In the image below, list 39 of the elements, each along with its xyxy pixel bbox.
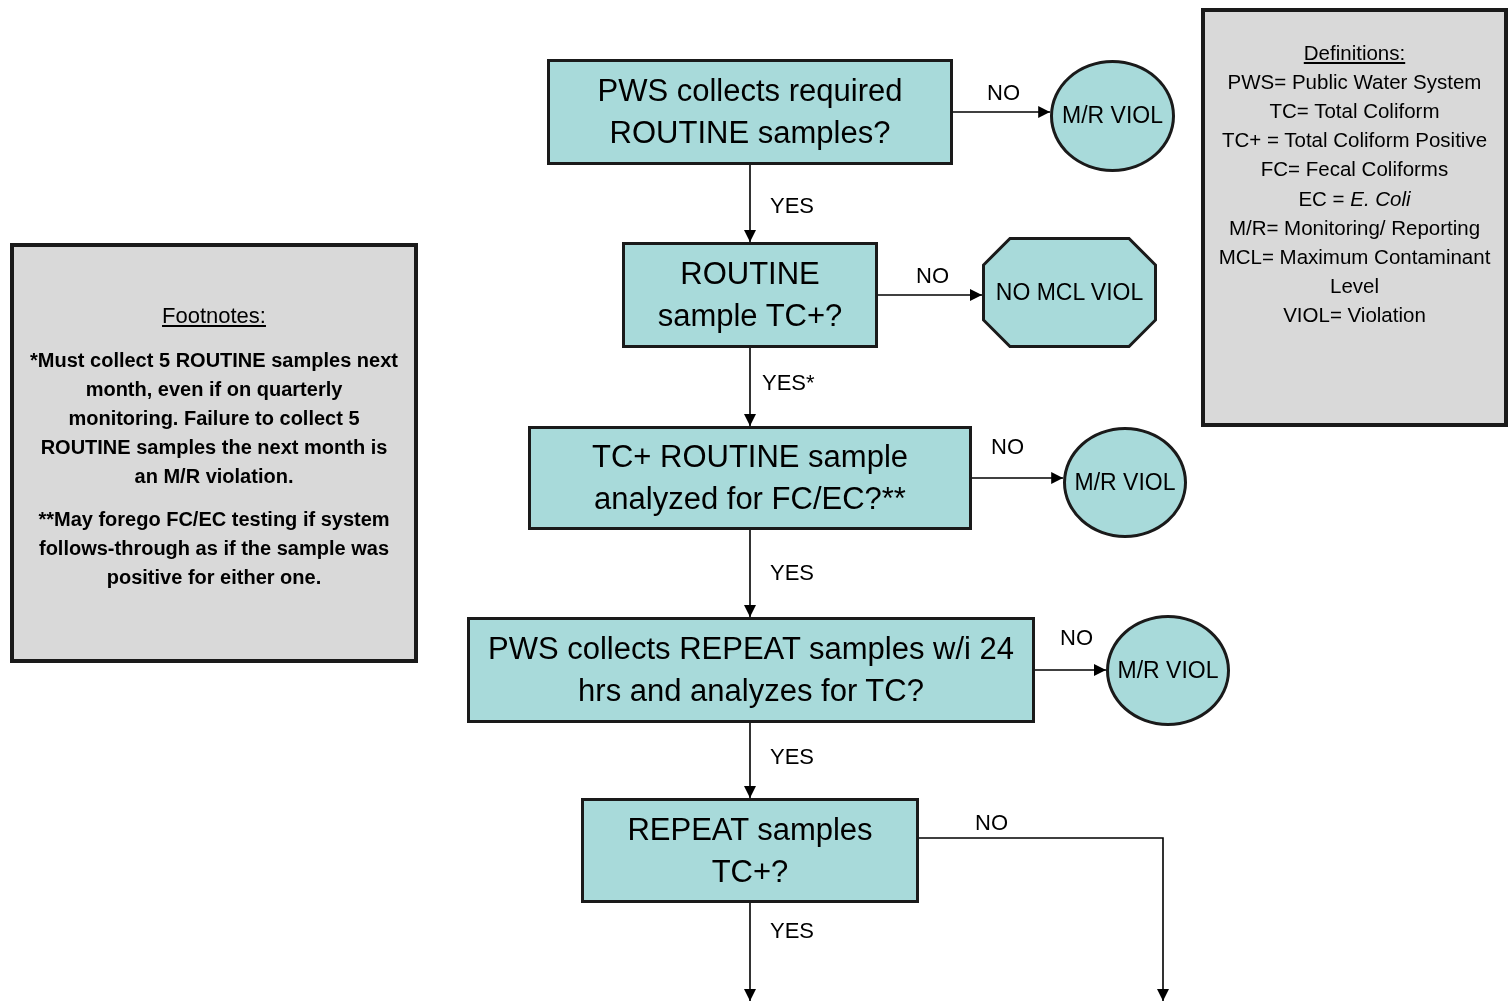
definition-text: MCL= Maximum Contaminant Level bbox=[1217, 243, 1492, 299]
node-label: PWS collects REPEAT samples w/i 24 hrs and analyzes for TC? bbox=[487, 630, 1015, 710]
panel-heading: Definitions: bbox=[1303, 40, 1406, 66]
definition-text: VIOL= Violation bbox=[1283, 302, 1426, 328]
process-box bbox=[581, 798, 919, 903]
process-box bbox=[467, 617, 1035, 723]
node-label: ROUTINE sample TC+? bbox=[656, 255, 844, 335]
footnotes-panel bbox=[10, 243, 418, 663]
node-label: NO MCL VIOL bbox=[995, 277, 1144, 307]
definition-text: TC+ = Total Coliform Positive bbox=[1221, 127, 1488, 154]
arrow bbox=[744, 529, 756, 618]
process-box bbox=[622, 242, 878, 348]
definitions-panel bbox=[1201, 8, 1508, 427]
definition-text: TC= Total Coliform bbox=[1269, 98, 1440, 125]
definition-text: M/R= Monitoring/ Reporting bbox=[1228, 214, 1481, 241]
arrow bbox=[1034, 664, 1107, 676]
definition-text: PWS= Public Water System bbox=[1227, 69, 1482, 96]
arrow bbox=[971, 472, 1064, 484]
arrow bbox=[744, 164, 756, 243]
node-label: M/R VIOL bbox=[1062, 101, 1163, 131]
node-label: M/R VIOL bbox=[1117, 655, 1219, 685]
arrow bbox=[952, 106, 1051, 118]
process-box bbox=[547, 59, 953, 165]
definition-text: FC= Fecal Coliforms bbox=[1260, 156, 1449, 183]
result-octagon bbox=[982, 237, 1157, 348]
node-label: M/R VIOL bbox=[1074, 467, 1176, 497]
footnote-text: *Must collect 5 ROUTINE samples next month, even if on quarterly monitoring. Failure to collect 5 ROUTINE samples the next month is an M/R violation. bbox=[29, 347, 399, 489]
node-label: PWS collects required ROUTINE samples? bbox=[596, 72, 904, 152]
panel-heading: Footnotes: bbox=[162, 302, 266, 331]
arrow bbox=[918, 837, 1169, 1002]
arrow bbox=[744, 347, 756, 427]
footnote-text: **May forego FC/EC testing if system follows-through as if the sample was positive for either one. bbox=[37, 506, 391, 590]
arrow bbox=[877, 289, 983, 301]
node-label: REPEAT samples TC+? bbox=[626, 810, 874, 891]
arrow bbox=[744, 722, 756, 799]
arrow bbox=[744, 902, 756, 1002]
process-box bbox=[528, 426, 972, 530]
definition-text: EC = E. Coli bbox=[1298, 185, 1411, 212]
node-label: TC+ ROUTINE sample analyzed for FC/EC?** bbox=[590, 438, 910, 518]
